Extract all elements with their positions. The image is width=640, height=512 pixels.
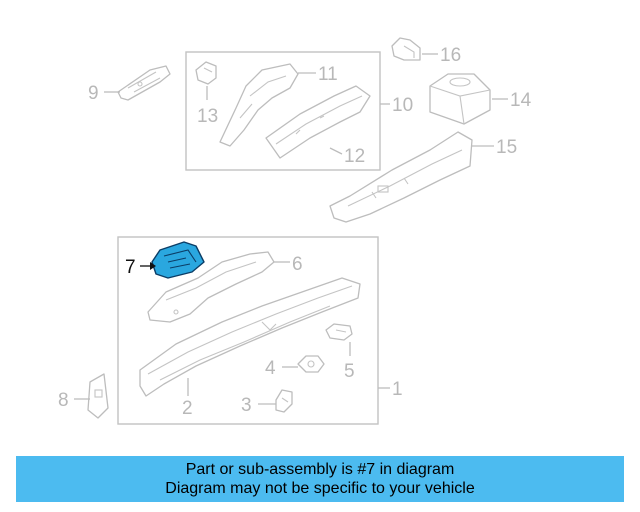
banner-line-2: Diagram may not be specific to your vehi…	[165, 480, 475, 497]
parts-diagram: 9 16 14 13 11 12 10 15	[58, 37, 532, 425]
group-box-1	[117, 236, 379, 425]
part-16-clip[interactable]	[391, 37, 421, 61]
callout-1: 1	[392, 379, 403, 400]
part-14-block[interactable]	[429, 73, 491, 125]
callout-12: 12	[344, 146, 365, 167]
callout-6: 6	[292, 254, 303, 275]
callout-13: 13	[197, 106, 218, 127]
part-2-frame-rail[interactable]	[139, 277, 361, 397]
part-15-rail[interactable]	[329, 131, 473, 223]
part-5-clip[interactable]	[325, 323, 353, 341]
callout-15: 15	[496, 137, 517, 158]
part-12-rail[interactable]	[265, 85, 371, 159]
callout-3: 3	[241, 395, 252, 416]
callout-4: 4	[265, 358, 276, 379]
callout-14: 14	[510, 90, 532, 111]
callout-9: 9	[88, 83, 99, 104]
banner-line-1: Part or sub-assembly is #7 in diagram	[185, 461, 455, 478]
part-9-bracket[interactable]	[117, 65, 171, 101]
callout-11: 11	[318, 64, 338, 85]
callout-10: 10	[392, 95, 413, 116]
callout-5: 5	[344, 361, 355, 382]
callout-8: 8	[58, 390, 69, 411]
part-6-plate[interactable]	[147, 251, 275, 323]
part-3-bracket[interactable]	[275, 389, 293, 413]
leader-12	[329, 147, 343, 155]
part-4-bracket[interactable]	[297, 355, 325, 373]
info-banner: Part or sub-assembly is #7 in diagram Di…	[16, 456, 624, 502]
callout-2: 2	[182, 398, 193, 419]
callout-16: 16	[440, 45, 461, 66]
part-11-panel[interactable]	[219, 63, 299, 147]
part-7-bracket[interactable]	[151, 241, 205, 279]
leader-7-arrowhead	[150, 262, 156, 270]
part-13-bracket[interactable]	[195, 61, 217, 85]
part-8-plate[interactable]	[87, 373, 109, 419]
callout-7: 7	[125, 257, 136, 278]
group-box-10	[185, 51, 381, 171]
